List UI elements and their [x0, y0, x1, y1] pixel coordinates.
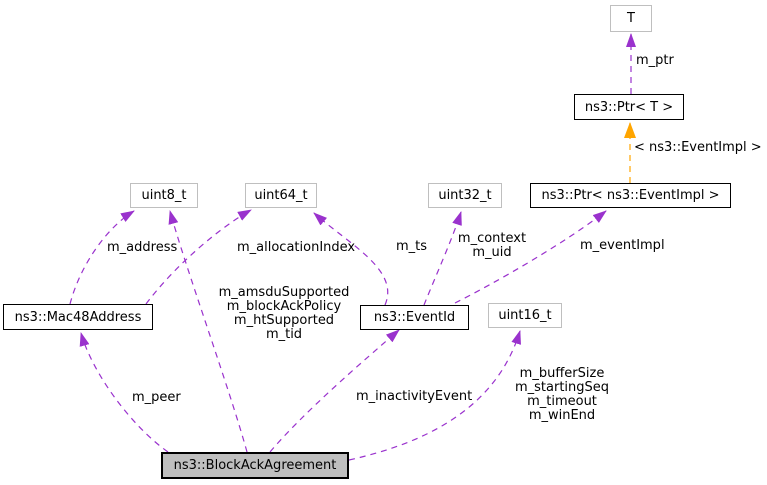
edge-label-m-eventimpl: m_eventImpl [580, 238, 665, 253]
edge-label-m-address: m_address [107, 240, 178, 255]
edge-label-m-inactivity-event: m_inactivityEvent [356, 389, 473, 404]
class-node-eventid[interactable]: ns3::EventId [360, 305, 469, 330]
edge-label-uint16-fields: m_bufferSize m_startingSeq m_timeout m_w… [514, 366, 610, 423]
class-node-blockackagreement: ns3::BlockAckAgreement [161, 452, 349, 479]
edge-m-address [69, 210, 135, 305]
class-node-uint64-t: uint64_t [245, 183, 317, 208]
class-node-uint8-t: uint8_t [130, 183, 198, 208]
edge-m-context-uid [423, 211, 462, 306]
edge-label-m-allocation-index: m_allocationIndex [237, 240, 356, 255]
class-node-T: T [610, 5, 652, 32]
class-node-mac48address[interactable]: ns3::Mac48Address [3, 304, 153, 330]
class-node-ptr-eventimpl[interactable]: ns3::Ptr< ns3::EventImpl > [530, 183, 731, 208]
edge-label-m-peer: m_peer [132, 390, 181, 405]
edge-label-m-ts: m_ts [396, 239, 428, 254]
edge-uint8-fields [168, 210, 248, 453]
edge-label-uint8-fields: m_amsduSupported m_blockAckPolicy m_htSu… [218, 285, 350, 342]
class-node-uint16-t: uint16_t [488, 303, 562, 328]
edge-m-peer [79, 332, 169, 453]
edge-label-template-arg: < ns3::EventImpl > [634, 140, 762, 155]
edge-label-m-context-m-uid: m_context m_uid [457, 231, 527, 260]
class-node-ptr-t[interactable]: ns3::Ptr< T > [574, 94, 684, 120]
edge-m-allocation-index [145, 209, 252, 305]
edge-m-inactivity-event [269, 329, 400, 453]
edge-m-event-impl [454, 210, 607, 304]
class-node-uint32-t: uint32_t [428, 183, 502, 208]
edge-m-ts [313, 212, 389, 306]
edge-label-m-ptr: m_ptr [636, 53, 674, 68]
